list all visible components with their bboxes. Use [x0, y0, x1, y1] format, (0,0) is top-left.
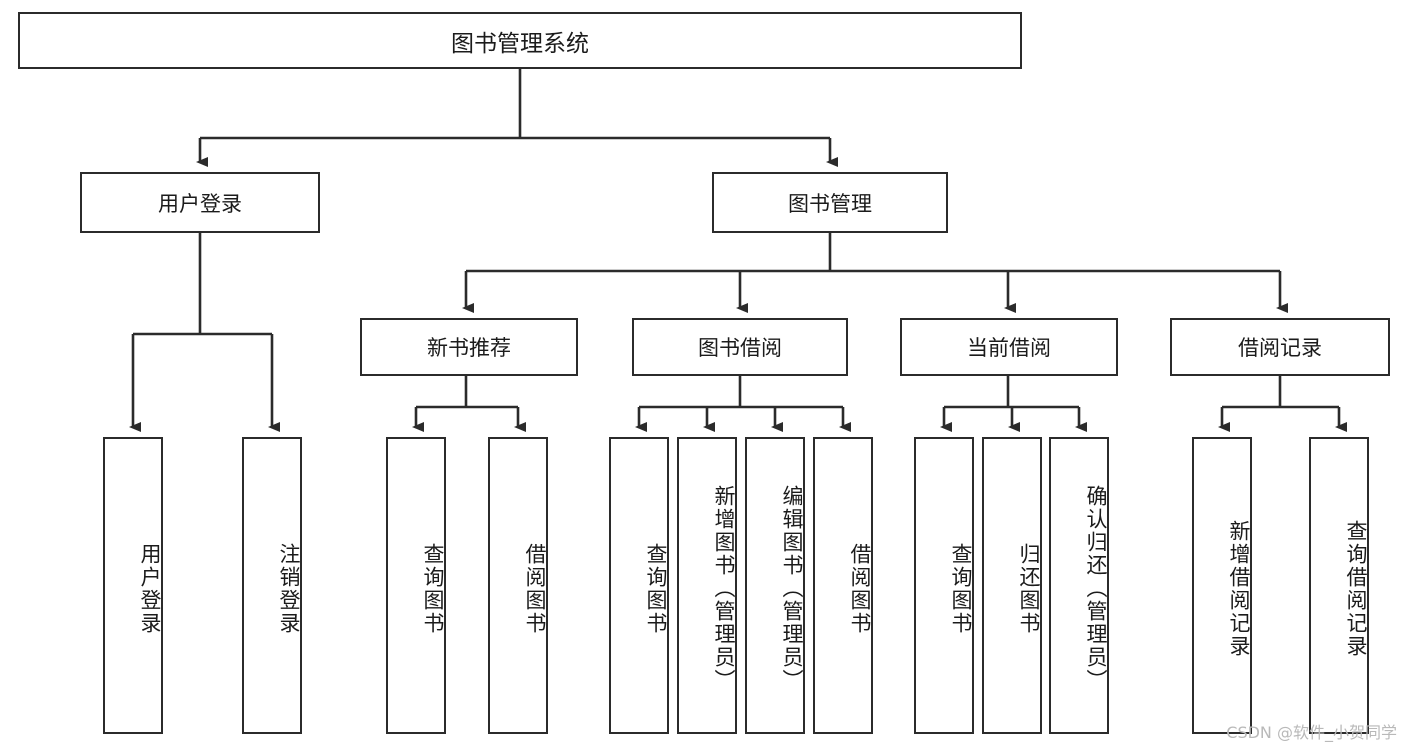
node-user-login[interactable]: 用户登录 [80, 172, 320, 233]
node-book-borrow-label: 图书借阅 [698, 336, 782, 360]
node-leaf-borrow-book-1[interactable]: 借阅图书 [488, 437, 548, 734]
node-new-book-recommend-label: 新书推荐 [427, 336, 511, 360]
node-leaf-user-logout[interactable]: 注销登录 [242, 437, 302, 734]
node-leaf-query-record[interactable]: 查询借阅记录 [1309, 437, 1369, 734]
node-leaf-user-login-label: 用户登录 [138, 542, 162, 635]
node-leaf-add-record-label: 新增借阅记录 [1227, 519, 1251, 658]
node-leaf-query-record-label: 查询借阅记录 [1344, 519, 1368, 658]
node-leaf-query-book-1[interactable]: 查询图书 [386, 437, 446, 734]
csdn-watermark: CSDN @软件_小贺同学 [1226, 723, 1397, 742]
node-leaf-edit-book-label: 编辑图书（管理员） [780, 485, 804, 692]
node-leaf-add-record[interactable]: 新增借阅记录 [1192, 437, 1252, 734]
node-book-borrow[interactable]: 图书借阅 [632, 318, 848, 376]
node-leaf-query-book-2[interactable]: 查询图书 [609, 437, 669, 734]
node-borrow-record[interactable]: 借阅记录 [1170, 318, 1390, 376]
node-leaf-confirm-return-label: 确认归还（管理员） [1084, 485, 1108, 692]
node-leaf-add-book-label: 新增图书（管理员） [712, 485, 736, 692]
node-leaf-edit-book[interactable]: 编辑图书（管理员） [745, 437, 805, 734]
node-leaf-confirm-return[interactable]: 确认归还（管理员） [1049, 437, 1109, 734]
node-current-borrow[interactable]: 当前借阅 [900, 318, 1118, 376]
node-borrow-record-label: 借阅记录 [1238, 336, 1322, 360]
node-leaf-query-book-3[interactable]: 查询图书 [914, 437, 974, 734]
node-book-manage-label: 图书管理 [788, 191, 872, 216]
node-new-book-recommend[interactable]: 新书推荐 [360, 318, 578, 376]
node-leaf-borrow-book-2-label: 借阅图书 [848, 542, 872, 635]
node-book-manage[interactable]: 图书管理 [712, 172, 948, 233]
node-current-borrow-label: 当前借阅 [967, 336, 1051, 360]
node-root-label: 图书管理系统 [451, 30, 589, 57]
node-root[interactable]: 图书管理系统 [18, 12, 1022, 69]
node-leaf-add-book[interactable]: 新增图书（管理员） [677, 437, 737, 734]
node-user-login-label: 用户登录 [158, 191, 242, 216]
node-leaf-borrow-book-2[interactable]: 借阅图书 [813, 437, 873, 734]
node-leaf-user-logout-label: 注销登录 [277, 542, 301, 635]
node-leaf-return-book-label: 归还图书 [1017, 542, 1041, 635]
node-leaf-query-book-2-label: 查询图书 [644, 542, 668, 635]
node-leaf-query-book-3-label: 查询图书 [949, 542, 973, 635]
node-leaf-user-login[interactable]: 用户登录 [103, 437, 163, 734]
node-leaf-borrow-book-1-label: 借阅图书 [523, 542, 547, 635]
node-leaf-query-book-1-label: 查询图书 [421, 542, 445, 635]
node-leaf-return-book[interactable]: 归还图书 [982, 437, 1042, 734]
